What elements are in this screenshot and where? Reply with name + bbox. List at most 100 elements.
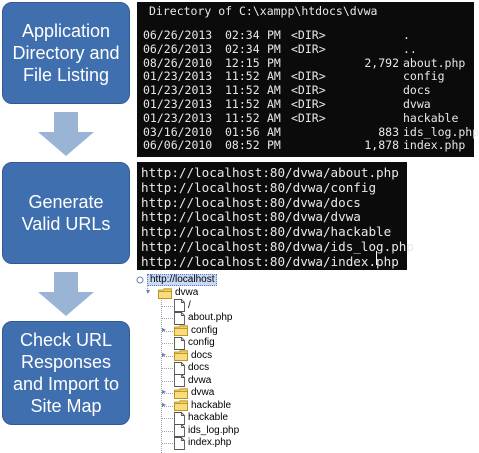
tree-file-node[interactable]: dvwa bbox=[174, 374, 212, 387]
step-line: and Import to bbox=[12, 374, 120, 394]
entry-date: 01/23/2013 bbox=[143, 96, 213, 111]
root-node-icon bbox=[136, 276, 144, 284]
folder-icon bbox=[158, 287, 172, 299]
step-directory-listing: Application Directory and File Listing bbox=[2, 2, 130, 104]
entry-ampm: PM bbox=[267, 41, 281, 56]
file-icon bbox=[174, 374, 185, 387]
tree-file-node[interactable]: / bbox=[174, 299, 191, 312]
collapse-toggle-icon[interactable]: ▸ bbox=[162, 399, 167, 409]
entry-ampm: PM bbox=[267, 138, 281, 153]
entry-ampm: AM bbox=[267, 96, 281, 111]
step-check-responses: Check URL Responses and Import to Site M… bbox=[2, 321, 130, 425]
collapse-toggle-icon[interactable]: ▸ bbox=[162, 387, 167, 396]
entry-date: 06/26/2013 bbox=[143, 41, 213, 56]
entry-time: 02:34 bbox=[225, 28, 260, 42]
file-icon bbox=[174, 336, 185, 350]
tree-node-label: / bbox=[188, 299, 191, 311]
entry-date: 01/23/2013 bbox=[143, 83, 213, 98]
folder-icon bbox=[174, 325, 188, 336]
collapse-toggle-icon[interactable]: ▸ bbox=[162, 349, 167, 359]
tree-connector bbox=[162, 393, 173, 394]
tree-folder-node[interactable]: hackable bbox=[174, 400, 231, 412]
tree-node-label: index.php bbox=[188, 437, 232, 448]
entry-date: 01/23/2013 bbox=[143, 110, 213, 125]
step-line: File Listing bbox=[22, 65, 110, 85]
tree-folder-node[interactable]: config bbox=[174, 325, 218, 337]
step-line: Application bbox=[21, 21, 111, 41]
entry-ampm: PM bbox=[267, 55, 281, 70]
tree-node-label: dvwa bbox=[175, 287, 199, 298]
entry-time: 11:52 bbox=[225, 69, 260, 84]
entry-time: 11:52 bbox=[225, 83, 260, 98]
tree-node-label: dvwa bbox=[188, 374, 212, 386]
tree-node-label: config bbox=[191, 324, 218, 336]
tree-node-label: docs bbox=[191, 349, 213, 361]
entry-date: 06/06/2010 bbox=[143, 138, 213, 153]
site-map-root[interactable]: http://localhost bbox=[136, 274, 218, 286]
url-row: http://localhost:80/dvwa/docs bbox=[141, 194, 361, 210]
entry-time: 08:52 bbox=[225, 138, 260, 153]
tree-node-label: hackable bbox=[191, 399, 232, 411]
folder-icon bbox=[174, 400, 188, 411]
entry-date: 03/16/2010 bbox=[143, 124, 213, 139]
entry-time: 01:56 bbox=[225, 124, 260, 139]
tree-node-label: ids_log.php bbox=[188, 424, 240, 436]
tree-connector bbox=[162, 355, 173, 357]
entry-dir-tag: <DIR> bbox=[291, 28, 326, 42]
url-row: http://localhost:80/dvwa/about.php bbox=[141, 165, 399, 180]
url-row: http://localhost:80/dvwa/index.php bbox=[141, 253, 399, 269]
tree-folder-node[interactable]: dvwa bbox=[174, 387, 214, 399]
entry-name: . bbox=[403, 28, 410, 42]
down-arrow-icon bbox=[38, 272, 94, 316]
tree-file-node[interactable]: index.php bbox=[174, 436, 232, 450]
entry-name: .. bbox=[403, 41, 417, 56]
tree-connector bbox=[162, 443, 173, 444]
entry-size: 883 bbox=[378, 124, 399, 139]
tree-file-node[interactable]: about.php bbox=[174, 311, 233, 325]
directory-listing-console: Directory of C:\xampp\htdocs\dvwa 06/26/… bbox=[137, 2, 479, 157]
tree-folder-node[interactable]: dvwa bbox=[158, 287, 198, 299]
entry-name: ids_log.php bbox=[403, 124, 479, 139]
site-map-root-label: http://localhost bbox=[147, 274, 218, 286]
tree-connector bbox=[162, 418, 173, 419]
tree-file-node[interactable]: hackable bbox=[174, 411, 228, 425]
entry-dir-tag: <DIR> bbox=[291, 110, 326, 125]
directory-row: 03/16/2010 01:56 AM 883 ids_log.php bbox=[143, 124, 479, 140]
tree-file-node[interactable]: docs bbox=[174, 361, 209, 375]
step-line: Generate bbox=[28, 192, 104, 212]
tree-folder-node[interactable]: docs bbox=[174, 350, 212, 362]
file-icon bbox=[174, 424, 185, 437]
entry-dir-tag: <DIR> bbox=[291, 41, 326, 56]
tree-file-node[interactable]: ids_log.php bbox=[174, 424, 240, 437]
tree-node-label: config bbox=[188, 337, 215, 348]
collapse-toggle-icon[interactable]: ▸ bbox=[162, 324, 167, 334]
entry-ampm: AM bbox=[267, 124, 281, 139]
step-line: Valid URLs bbox=[21, 214, 111, 234]
expand-toggle-icon[interactable]: ▾ bbox=[146, 287, 151, 296]
file-icon bbox=[174, 436, 185, 450]
directory-title: Directory of C:\xampp\htdocs\dvwa bbox=[149, 4, 378, 18]
url-rows: http://localhost:80/dvwa/about.php http:/… bbox=[141, 165, 414, 270]
step-line: Directory and bbox=[12, 43, 120, 63]
entry-name: hackable bbox=[403, 110, 459, 125]
entry-date: 01/23/2013 bbox=[143, 69, 213, 84]
entry-date: 08/26/2010 bbox=[143, 55, 213, 70]
entry-ampm: AM bbox=[267, 69, 281, 84]
tree-file-node[interactable]: config bbox=[174, 336, 215, 350]
entry-dir-tag: <DIR> bbox=[291, 83, 326, 98]
entry-name: about.php bbox=[403, 55, 466, 70]
tree-node-label: dvwa bbox=[191, 387, 215, 398]
down-arrow-icon bbox=[38, 112, 94, 156]
entry-name: index.php bbox=[403, 138, 466, 153]
step-line: Check URL bbox=[19, 330, 113, 350]
tree-connector bbox=[162, 343, 173, 344]
url-row: http://localhost:80/dvwa/hackable bbox=[141, 224, 392, 240]
